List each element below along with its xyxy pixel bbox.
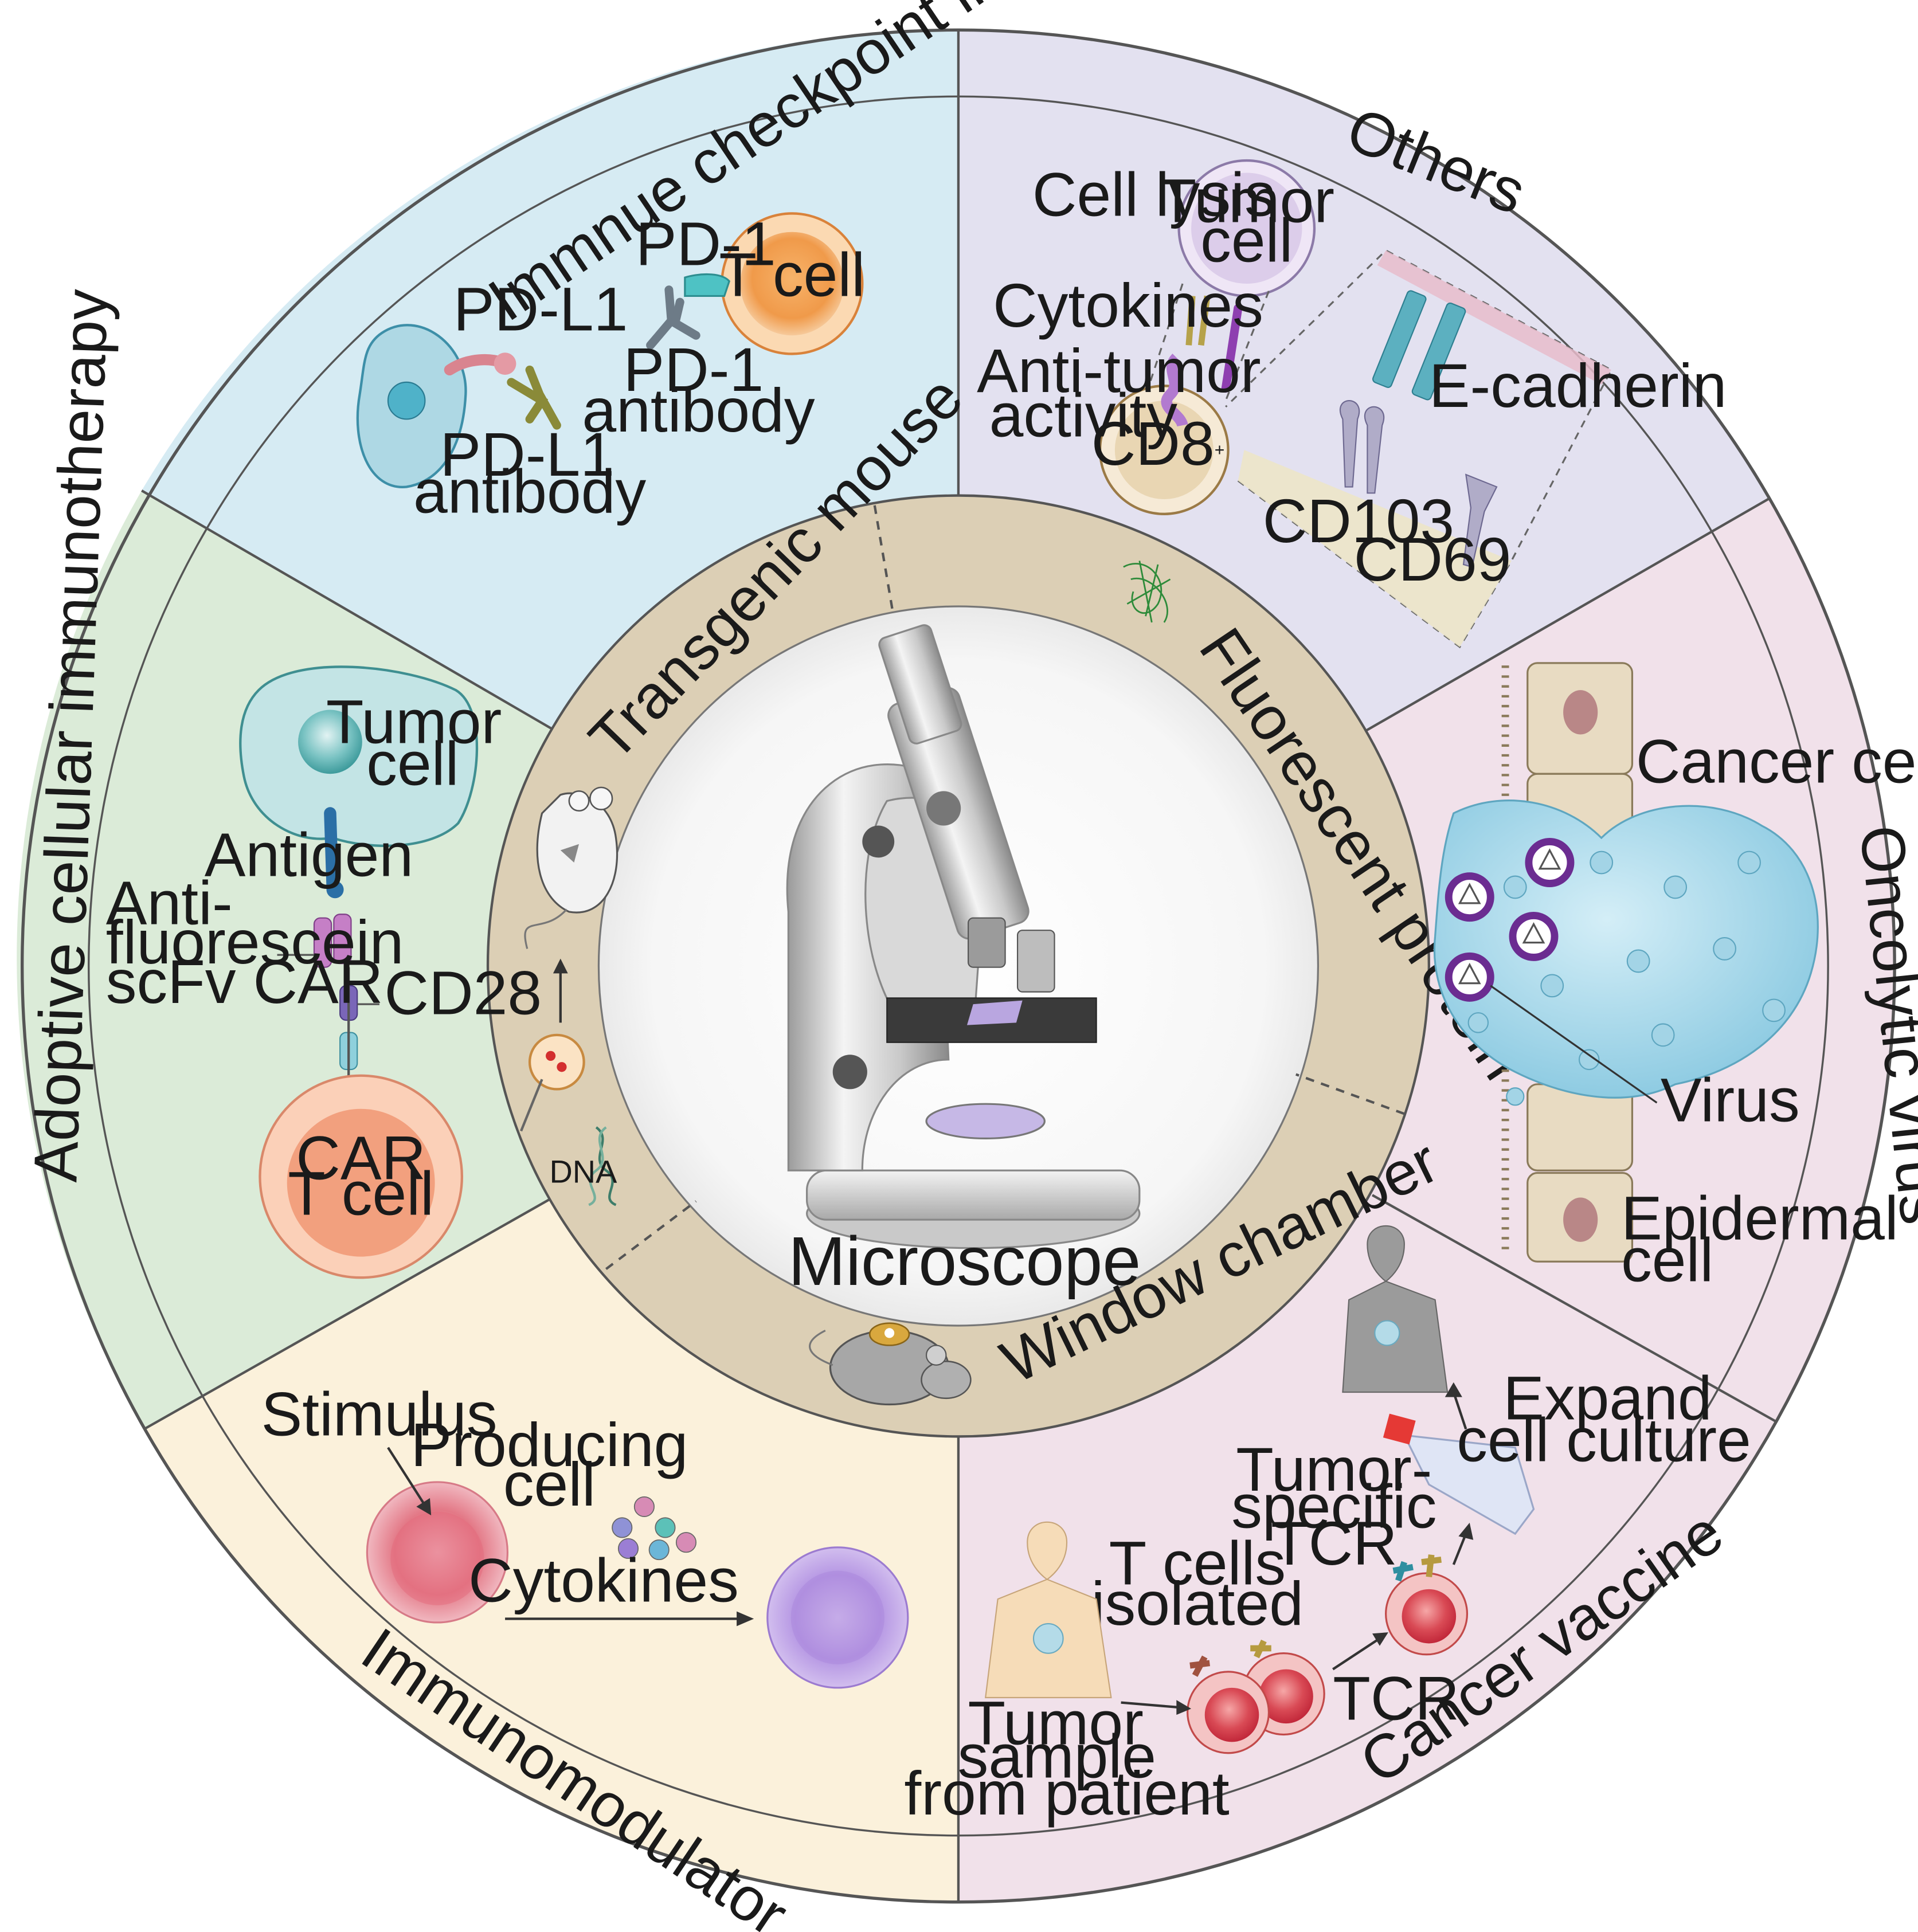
label-pd1: PD-1: [636, 210, 776, 279]
label-pdl1: PD-L1: [453, 275, 628, 344]
label-producing-line1: Producing: [411, 1410, 688, 1479]
virus-particles: [1445, 838, 1575, 1002]
label-tumor-cell-adoptive-line1: Tumor: [326, 688, 502, 757]
label-car-line2: T cell: [288, 1159, 434, 1228]
label-microscope: Microscope: [788, 1222, 1141, 1300]
label-cd103: CD103: [1263, 487, 1454, 555]
label-pdl1-antibody-line2: antibody: [413, 457, 646, 526]
tcr-t-cell: [1385, 1554, 1469, 1656]
label-e-cadherin: E-cadherin: [1429, 351, 1727, 420]
pdl1-antibody-icon: [507, 365, 561, 430]
cd8-cell: [1098, 385, 1230, 515]
label-t-cells-isolated-line2: isolated: [1091, 1569, 1304, 1638]
label-expand-line2: cell culture: [1457, 1405, 1751, 1474]
label-t-cell: T cell: [719, 240, 865, 309]
sector-dividers: [141, 30, 1777, 1902]
target-cell: [766, 1546, 909, 1689]
cancer-cell-nuclei: [1467, 851, 1786, 1106]
label-cell-lysis: Cell lysis: [1032, 160, 1275, 229]
arrow-to-flask: [1452, 1533, 1467, 1565]
label-t-cells-isolated-line1: T cells: [1109, 1529, 1286, 1597]
label-cytokines: Cytokines: [993, 271, 1263, 340]
arrow-to-tcr-cell: [1332, 1637, 1381, 1671]
pd1-receptor-icon: [684, 273, 731, 297]
label-sample-line1: Tumor: [968, 1689, 1143, 1758]
cytokine-molecules: [612, 1496, 697, 1561]
patient-silhouette-sample: [984, 1521, 1112, 1699]
label-virus: Virus: [1661, 1065, 1800, 1134]
label-pdl1-antibody-line1: PD-L1: [440, 420, 615, 489]
dna-icon: [588, 1126, 617, 1206]
label-anti-line2: fluorescein: [106, 908, 404, 977]
label-anti-line1: Anti-: [106, 868, 233, 937]
label-cd69: CD69: [1354, 525, 1512, 594]
arrow-stimulus: [387, 1447, 426, 1506]
label-epidermal-line1: Epidermal: [1621, 1184, 1899, 1253]
label-cd28-adoptive: CD28: [384, 958, 542, 1027]
t-cell: [721, 212, 864, 355]
virus-pointer: [1490, 985, 1658, 1104]
tumor-cell-adoptive: [239, 665, 479, 847]
car-receptor-icon: [313, 807, 358, 1084]
label-tumor-cell-adoptive-line2: cell: [366, 730, 459, 798]
pd1-antibody-icon: [646, 285, 700, 350]
label-pd1-antibody-line1: PD-1: [623, 335, 764, 404]
patient-silhouette-treated: [1342, 1225, 1449, 1393]
label-antigen: Antigen: [205, 821, 413, 889]
label-tcr: TCR: [1333, 1664, 1459, 1733]
label-anti-tumor-line2: activity: [989, 381, 1178, 449]
mouse-icon: [524, 786, 619, 949]
tumor-cell-others: [1177, 159, 1316, 297]
label-dna: DNA: [549, 1154, 617, 1190]
cell-culture-flask-icon: [1383, 1413, 1535, 1535]
receptor-pair-icon: [1161, 295, 1243, 428]
label-epidermal-line2: cell: [1621, 1226, 1713, 1295]
label-tumor-specific-line3: TCR: [1271, 1509, 1398, 1578]
label-anti-line3: scFv CAR: [106, 947, 383, 1016]
membrane-zoom: [1238, 250, 1611, 647]
label-cancer-cell: Cancer cell: [1636, 727, 1918, 795]
label-tumor-cell-line1: Tumor: [1159, 167, 1334, 236]
label-tumor-cell-line2: cell: [1200, 206, 1293, 275]
producing-cell: [366, 1481, 509, 1624]
label-sample-line3: from patient: [904, 1759, 1229, 1828]
label-tumor-specific-line1: Tumor-: [1236, 1435, 1432, 1504]
label-tumor-specific-line2: specific: [1231, 1472, 1436, 1541]
label-sample-line2: sample: [958, 1722, 1156, 1791]
window-chamber-mouse-icon: [809, 1322, 972, 1406]
arrow-to-patient: [1452, 1392, 1467, 1430]
label-anti-tumor-line1: Anti-tumor: [977, 336, 1261, 405]
embryo-icon: [520, 1033, 585, 1132]
label-car-line1: CAR: [296, 1123, 426, 1192]
arrow-to-isolated-cells: [1121, 1701, 1180, 1709]
tumor-cell-pdl1: [356, 324, 516, 488]
microscope-icon: [786, 624, 1141, 1249]
isolated-t-cells: [1187, 1639, 1325, 1754]
label-expand-line1: Expand: [1503, 1363, 1712, 1432]
label-cd8: CD8+: [1091, 409, 1225, 478]
label-producing-line2: cell: [503, 1450, 596, 1519]
car-t-cell: [259, 1074, 464, 1279]
label-pd1-antibody-line2: antibody: [582, 376, 815, 445]
label-stimulus: Stimulus: [261, 1380, 498, 1448]
fluorescent-protein-icon: [1123, 561, 1171, 623]
label-cytokines-immuno: Cytokines: [468, 1546, 739, 1614]
